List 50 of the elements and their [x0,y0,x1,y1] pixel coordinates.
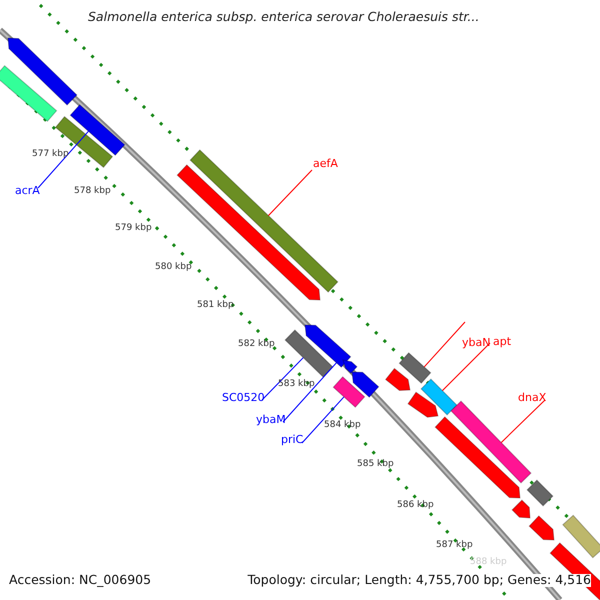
leader-line [302,396,344,444]
gene-label: apt [493,336,512,347]
gene-block [526,479,554,507]
gene-block [407,392,439,418]
tick-label: 583 kbp [278,380,315,389]
gene-label: SC0520 [222,392,265,403]
tick-label: 579 kbp [115,224,152,233]
gene-block [304,324,352,368]
gene-block [351,371,380,398]
title: Salmonella enterica subsp. enterica serovar Choleraesuis str... [88,11,480,24]
gene-block [190,149,338,293]
gene-block [332,376,366,408]
gene-block [562,514,600,558]
gene-block [7,37,78,106]
footer-text: Topology: circular; Length: 4,755,700 bp; Genes: 4,516 [248,574,591,586]
tick-label: 584 kbp [324,421,361,430]
tick-label: 582 kbp [238,340,275,349]
gene-label: aefA [313,158,338,169]
leader-line [268,170,312,216]
gene-label: priC [281,434,304,445]
leader-line [500,400,546,443]
leader-line [442,342,490,392]
gene-block [420,378,458,416]
gene-block [511,499,531,519]
tick-label: 587 kbp [436,541,473,550]
gene-label: ybaM [256,414,286,425]
tick-label: 586 kbp [397,501,434,510]
gene-label: ybaN [462,337,490,348]
gene-block [450,400,532,484]
gene-block [384,368,411,391]
leader-line [262,357,304,400]
leader-line [424,322,466,368]
gene-block [528,515,555,541]
gene-label: dnaX [518,392,546,403]
tick-label: 578 kbp [74,187,111,196]
tick-label: 581 kbp [197,301,234,310]
gene-label: acrA [15,185,40,196]
gene-block [342,359,358,374]
gene-block [284,329,334,378]
leader-line [282,362,337,422]
tick-label: 585 kbp [357,460,394,469]
footer-text: Accession: NC_006905 [9,574,152,586]
gene-block [398,352,432,384]
gene-block [0,65,58,122]
tick-label: 577 kbp [32,150,69,159]
gene-block [54,116,114,168]
gene-block [70,104,126,156]
gene-block [434,416,521,499]
leader-line [38,130,89,188]
tick-label: 580 kbp [155,263,192,272]
